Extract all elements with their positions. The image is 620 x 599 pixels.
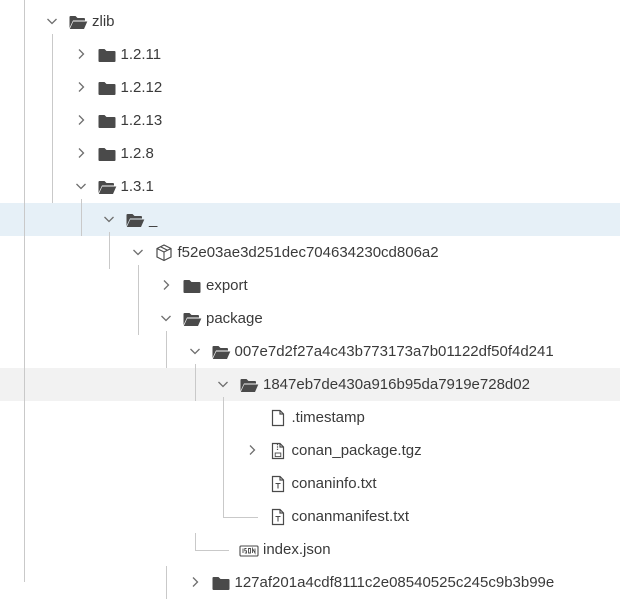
tree-row[interactable]: 1.2.13 (0, 104, 620, 137)
tree-item-label: 1.2.12 (120, 79, 163, 96)
tree-row[interactable]: conan_package.tgz (0, 434, 620, 467)
chevron-down-icon[interactable] (215, 376, 231, 392)
tree-item-label: 127af201a4cdf8111c2e08540525c245c9b3b99e (234, 574, 555, 591)
folder-icon (97, 78, 117, 98)
indent-guide (194, 364, 196, 401)
text-file-icon (268, 474, 288, 494)
indent-guide (223, 434, 224, 467)
tree-item-label: export (206, 277, 248, 294)
folder-open-icon (182, 309, 202, 329)
indent-guide (80, 199, 82, 236)
tree-row[interactable]: 127af201a4cdf8111c2e08540525c245c9b3b99e (0, 566, 620, 599)
chevron-down-icon[interactable] (73, 178, 89, 194)
indent-guide (52, 137, 53, 170)
indent-guide (52, 170, 53, 203)
folder-open-icon (97, 177, 117, 197)
tree-row[interactable]: export (0, 269, 620, 302)
tree-item-label: 1847eb7de430a916b95da7919e728d02 (263, 376, 530, 393)
file-icon (268, 408, 288, 428)
tree-item-label: conaninfo.txt (291, 475, 377, 492)
indent-guide (52, 104, 53, 137)
chevron-right-icon[interactable] (187, 574, 203, 590)
tree-row[interactable]: f52e03ae3d251dec704634230cd806a2 (0, 236, 620, 269)
tree-row[interactable]: .timestamp (0, 401, 620, 434)
folder-icon (182, 276, 202, 296)
tree-row[interactable]: conanmanifest.txt (0, 500, 620, 533)
chevron-right-icon[interactable] (73, 112, 89, 128)
indent-guide (166, 331, 167, 368)
chevron-right-icon[interactable] (73, 145, 89, 161)
tree-item-label: _ (149, 211, 158, 228)
package-icon (154, 243, 174, 263)
folder-open-icon (125, 210, 145, 230)
indent-guide (24, 0, 25, 582)
tree-item-label: conan_package.tgz (291, 442, 422, 459)
tree-item-label: 1.2.11 (120, 46, 162, 63)
tree-item-label: package (206, 310, 263, 327)
indent-guide (52, 71, 53, 104)
folder-icon (97, 45, 117, 65)
tree-item-label: 1.2.8 (120, 145, 154, 162)
chevron-down-icon[interactable] (187, 343, 203, 359)
chevron-right-icon[interactable] (244, 442, 260, 458)
tree-item-label: 007e7d2f27a4c43b773173a7b01122df50f4d241 (234, 343, 554, 360)
indent-guide (223, 467, 224, 500)
folder-open-icon (211, 342, 231, 362)
tree-row[interactable]: 1.2.12 (0, 71, 620, 104)
text-file-icon (268, 507, 288, 527)
indent-guide (194, 549, 229, 551)
chevron-right-icon[interactable] (158, 277, 174, 293)
indent-guide (166, 566, 167, 599)
chevron-down-icon[interactable] (44, 13, 60, 29)
archive-file-icon (268, 441, 288, 461)
tree-row[interactable]: conaninfo.txt (0, 467, 620, 500)
tree-row[interactable]: 007e7d2f27a4c43b773173a7b01122df50f4d241 (0, 335, 620, 368)
folder-icon (211, 573, 231, 593)
indent-guide (223, 500, 224, 517)
tree-row[interactable]: _ (0, 203, 620, 236)
tree-item-label: zlib (92, 13, 115, 30)
tree-row[interactable]: 1.2.11 (0, 38, 620, 71)
tree-item-label: conanmanifest.txt (291, 508, 410, 525)
indent-guide (137, 265, 139, 302)
tree-row[interactable]: 1.2.8 (0, 137, 620, 170)
indent-guide (52, 34, 53, 71)
chevron-right-icon[interactable] (73, 46, 89, 62)
indent-guide (223, 397, 224, 434)
indent-guide (137, 302, 139, 335)
chevron-down-icon[interactable] (101, 211, 117, 227)
tree-item-label: index.json (263, 541, 331, 558)
indent-guide (194, 533, 196, 550)
folder-open-icon (239, 375, 259, 395)
tree-row[interactable]: index.json (0, 533, 620, 566)
indent-guide (109, 232, 110, 269)
indent-guide (223, 516, 258, 518)
chevron-down-icon[interactable] (158, 310, 174, 326)
tree-item-label: 1.2.13 (120, 112, 163, 129)
json-file-icon (239, 540, 259, 560)
tree-row[interactable]: zlib (0, 5, 620, 38)
folder-icon (97, 111, 117, 131)
tree-item-label: 1.3.1 (120, 178, 154, 195)
tree-row[interactable]: package (0, 302, 620, 335)
chevron-right-icon[interactable] (73, 79, 89, 95)
chevron-down-icon[interactable] (130, 244, 146, 260)
tree-item-label: .timestamp (291, 409, 365, 426)
tree-row[interactable]: 1847eb7de430a916b95da7919e728d02 (0, 368, 620, 401)
folder-open-icon (68, 12, 88, 32)
tree-item-label: f52e03ae3d251dec704634230cd806a2 (177, 244, 439, 261)
folder-icon (97, 144, 117, 164)
tree-row[interactable]: 1.3.1 (0, 170, 620, 203)
